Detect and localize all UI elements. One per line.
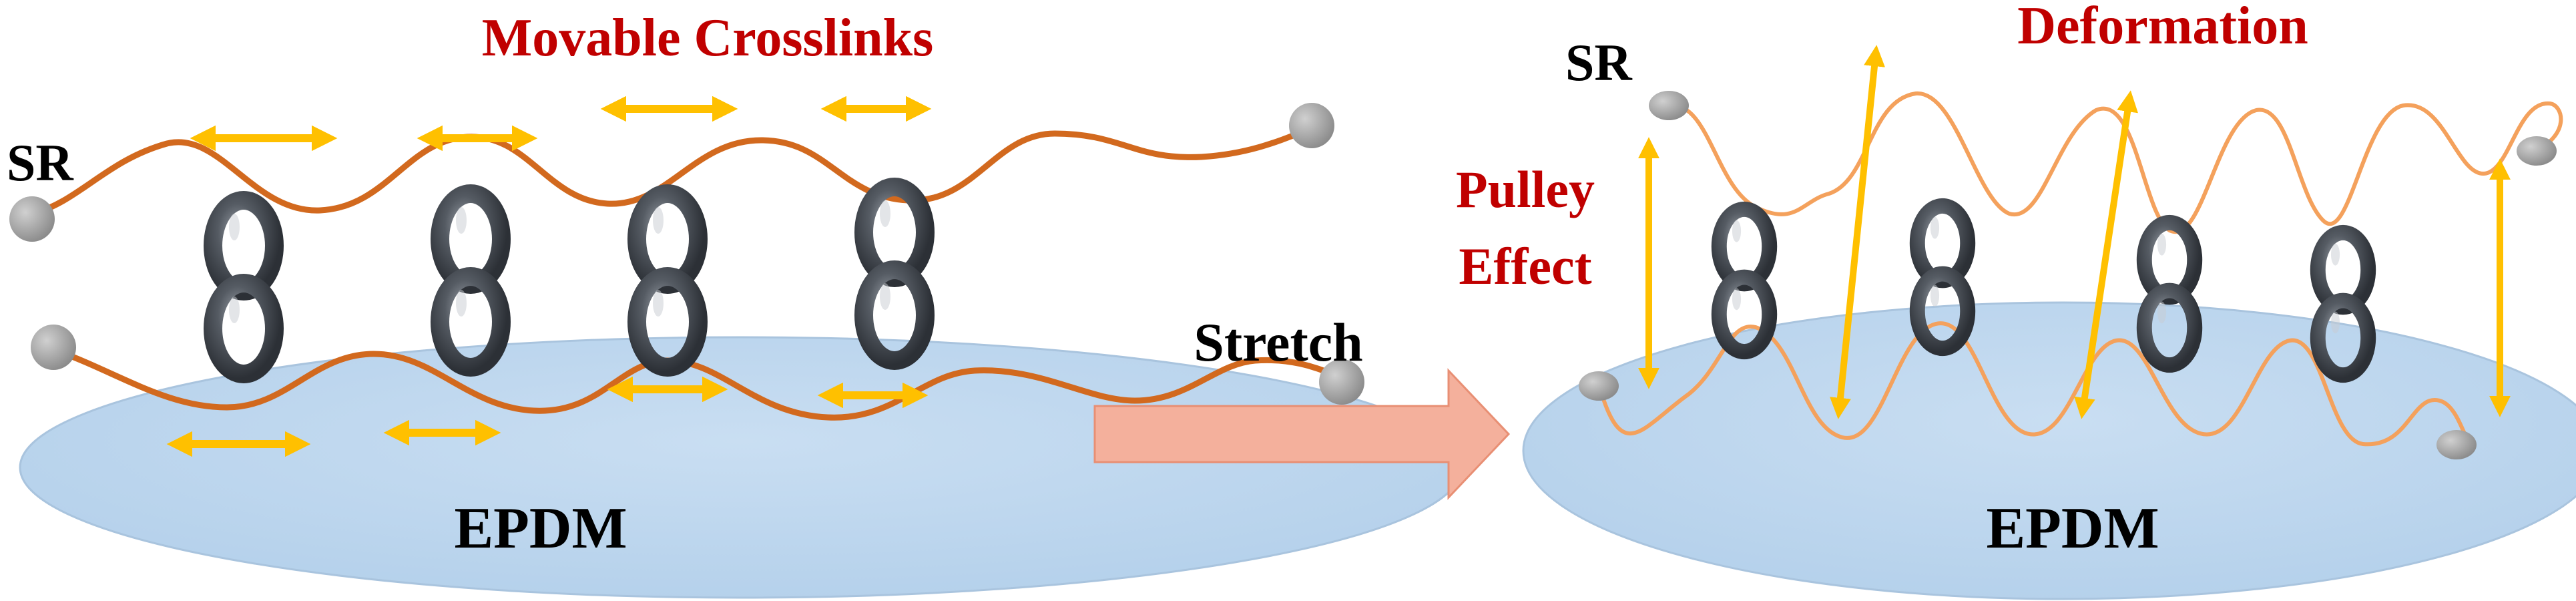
- epdm-label-left: EPDM: [454, 496, 627, 561]
- sr-label-left: SR: [7, 134, 74, 192]
- pulley-effect-label-line1: Pulley: [1456, 160, 1595, 218]
- stretch-transition: Stretch: [1093, 312, 1511, 500]
- figure-eight-ring-icon: [864, 187, 925, 361]
- sr-end-cap: [31, 325, 76, 370]
- chain-bottom-right: [1597, 321, 2471, 447]
- chain-top-left: [32, 124, 1316, 217]
- right-block-arrow-icon: [1093, 368, 1511, 500]
- left-panel: Movable Crosslinks SR EPDM: [7, 9, 1463, 599]
- movable-crosslinks-label: Movable Crosslinks: [482, 9, 933, 67]
- sr-end-cap: [2517, 136, 2557, 166]
- stretch-label: Stretch: [1194, 312, 1363, 373]
- sr-end-cap: [1319, 359, 1364, 405]
- sr-end-cap: [2436, 430, 2477, 459]
- double-headed-arrow-icon: [1830, 45, 1885, 419]
- epdm-substrate-right: [1522, 301, 2576, 600]
- sr-end-cap: [1579, 371, 1619, 401]
- figure-eight-ring-icon: [213, 200, 274, 374]
- sr-end-cap: [1649, 91, 1689, 120]
- epdm-label-right: EPDM: [1986, 496, 2159, 561]
- chain-bottom-left: [55, 347, 1343, 421]
- deformation-label: Deformation: [2017, 0, 2308, 55]
- sr-end-cap: [1289, 103, 1334, 148]
- sr-label-right: SR: [1565, 33, 1633, 91]
- figure-eight-ring-icon: [440, 194, 501, 367]
- double-headed-arrow-icon: [2074, 90, 2138, 419]
- pulley-effect-label-line2: Effect: [1459, 237, 1591, 295]
- right-panel: Deformation SR Pulley Effect EPDM: [1456, 0, 2576, 600]
- sr-end-cap: [9, 196, 55, 242]
